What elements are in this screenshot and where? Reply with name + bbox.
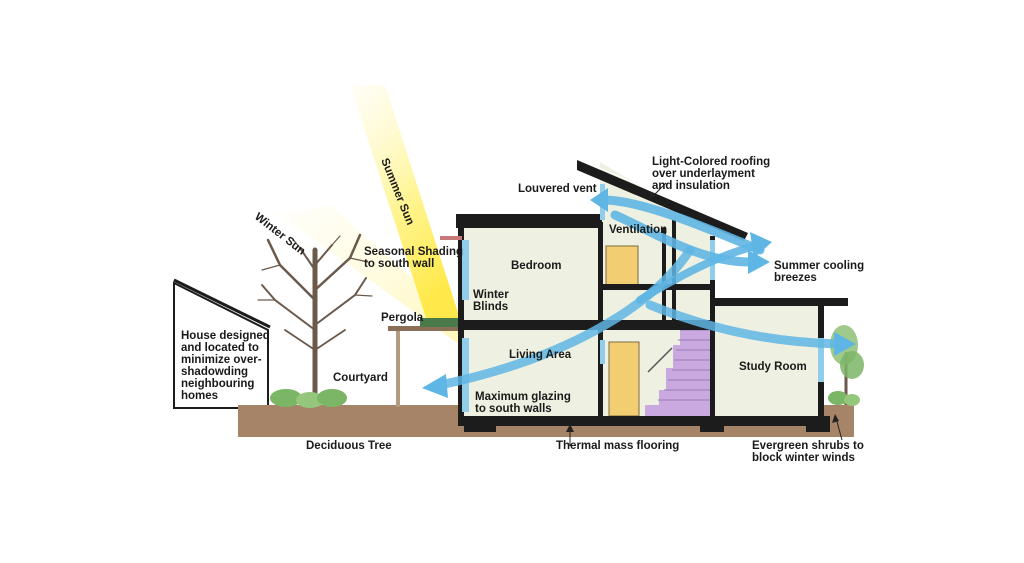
living-area-label: Living Area [509, 349, 572, 361]
ventilation-label: Ventilation [609, 224, 667, 236]
thermal-mass-label: Thermal mass flooring [556, 440, 679, 452]
winter-sun-rays [280, 205, 470, 345]
evergreen-shrubs [828, 325, 864, 406]
living-side-window [600, 340, 605, 364]
summer-breezes-label: Summer cooling breezes [774, 260, 867, 284]
evergreen-label: Evergreen shrubs to block winter winds [752, 440, 867, 464]
courtyard-label: Courtyard [333, 372, 388, 384]
lower-door [608, 341, 640, 417]
upper-window [462, 240, 469, 300]
deciduous-tree-label: Deciduous Tree [306, 440, 392, 452]
seasonal-shading-label: Seasonal Shading to south wall [364, 246, 466, 270]
house [440, 159, 848, 432]
bedroom-label: Bedroom [511, 260, 561, 272]
max-glazing-label: Maximum glazing to south walls [475, 391, 574, 415]
study-window [818, 338, 824, 382]
airflow-living-area [435, 245, 695, 390]
study-room-label: Study Room [739, 361, 807, 373]
courtyard-shrubs [270, 389, 347, 408]
pergola [388, 318, 462, 407]
airflow-arrows [422, 188, 856, 398]
house-designed-label: House designed and located to minimize o… [181, 330, 273, 402]
roofing-label: Light-Colored roofing over underlayment … [652, 156, 773, 192]
pergola-label: Pergola [381, 312, 424, 324]
leader-lines [566, 182, 843, 446]
upper-door [605, 245, 639, 287]
summer-sun-rays [350, 85, 462, 330]
winter-blinds-label: Winter Blinds [473, 289, 512, 313]
airflow-upper-left [598, 195, 765, 255]
airflow-study-room [645, 300, 843, 349]
louvered-vent-label: Louvered vent [518, 183, 597, 195]
airflow-upper-right [610, 210, 755, 267]
staircase [645, 322, 710, 416]
deciduous-tree [257, 233, 373, 408]
